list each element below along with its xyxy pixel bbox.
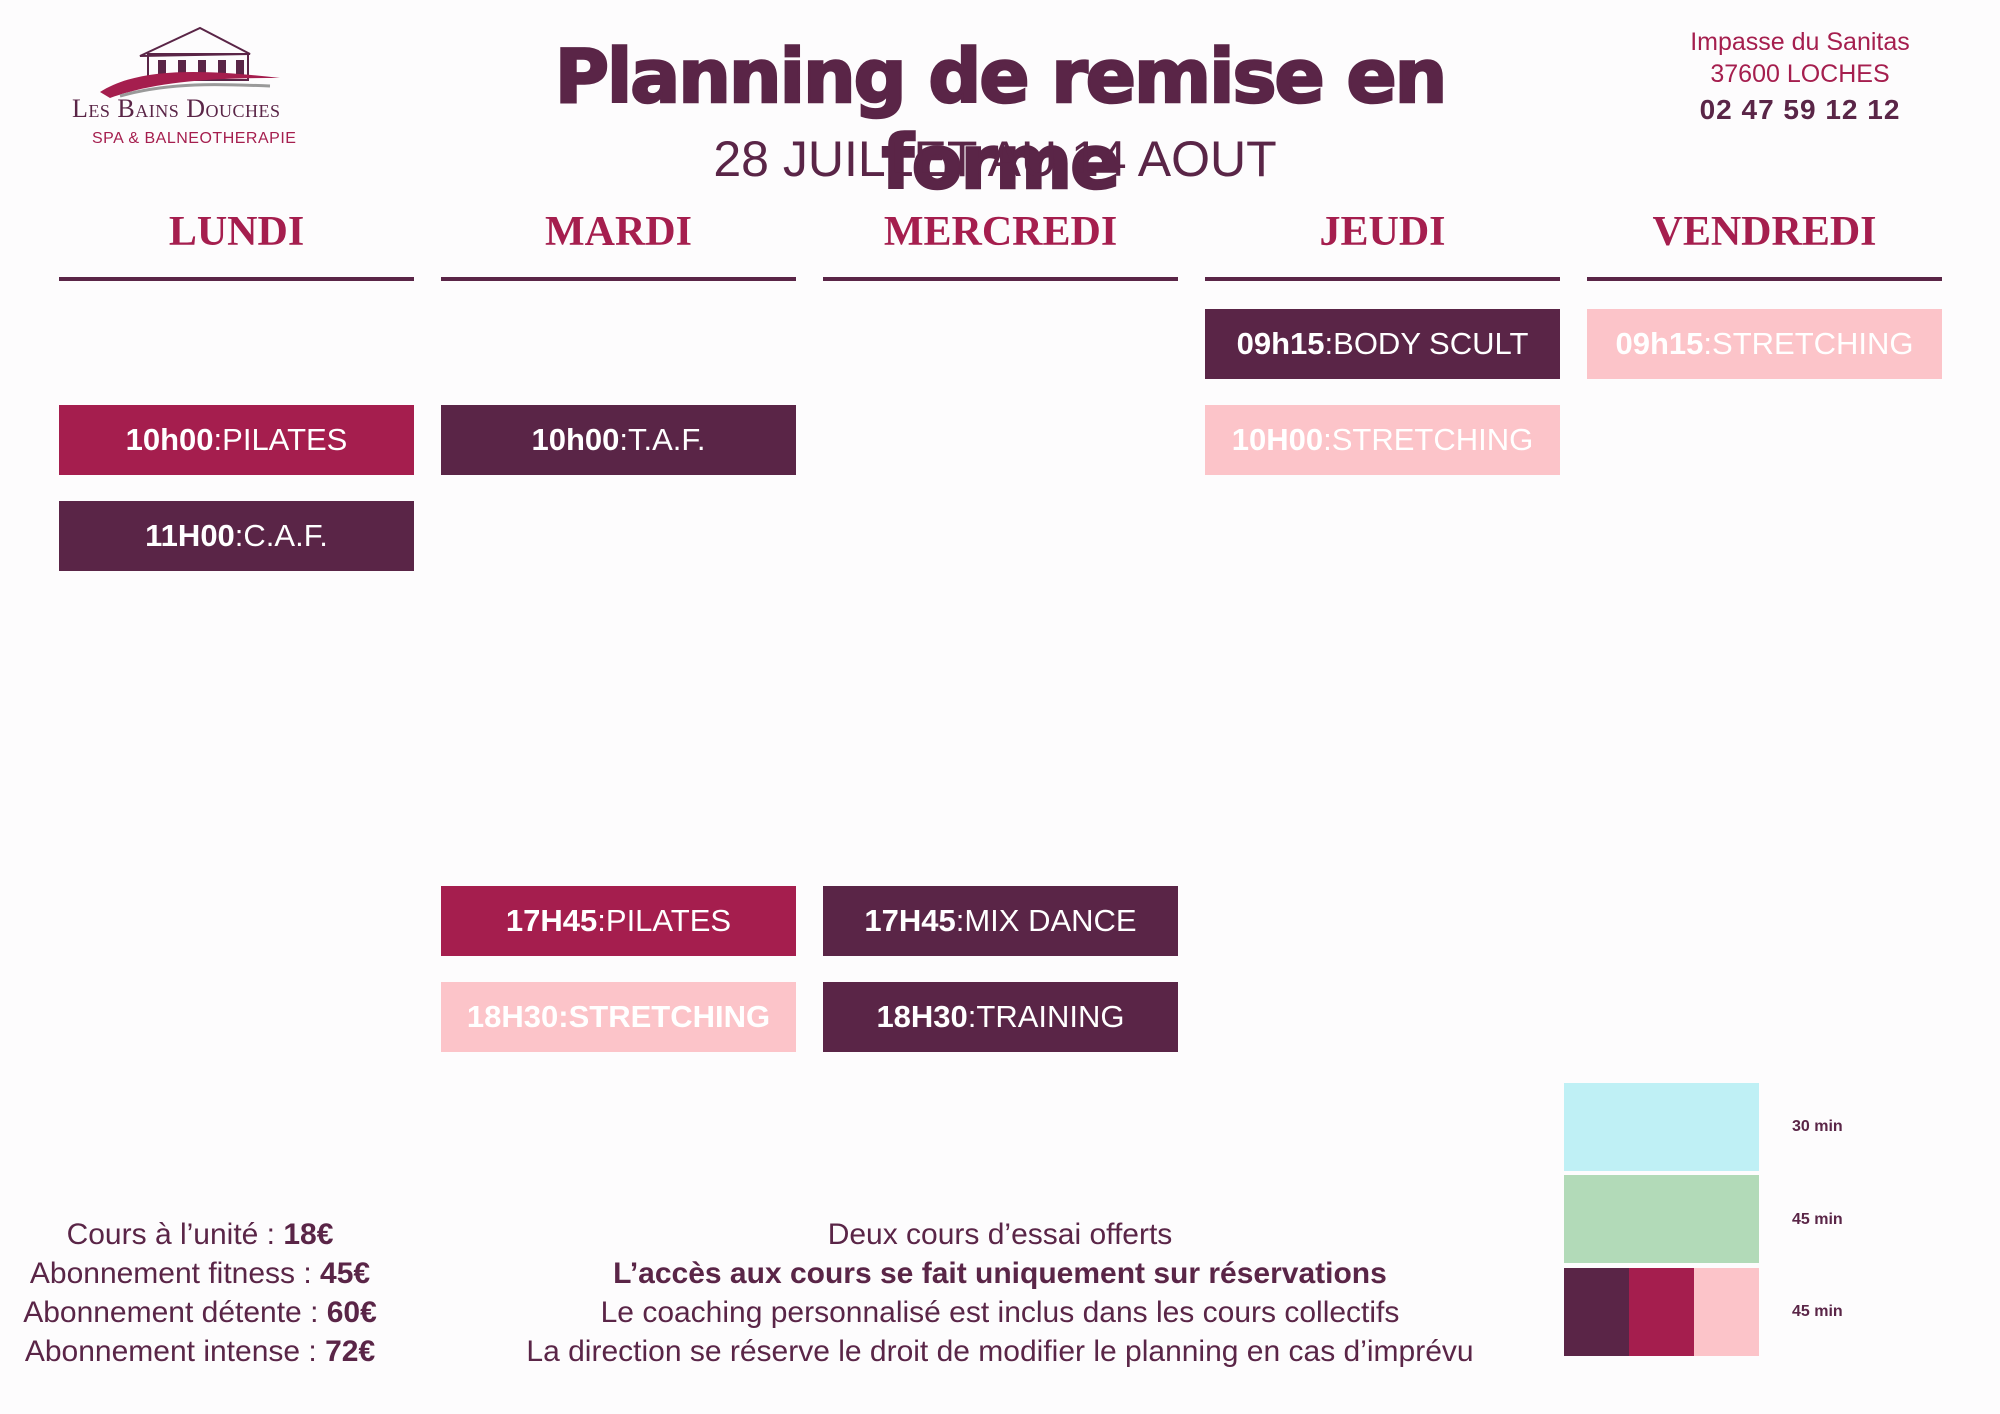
session-time: 11H00 xyxy=(145,518,235,553)
session-time: 09h15 xyxy=(1615,326,1704,361)
price-label: Cours à l’unité : xyxy=(66,1218,284,1251)
session-mercredi-mix-dance: 17H45 : MIX DANCE xyxy=(823,886,1178,956)
session-label: MIX DANCE xyxy=(964,903,1137,938)
contact-block: Impasse du Sanitas 37600 LOCHES 02 47 59… xyxy=(1620,26,1980,130)
legend-swatch-dark xyxy=(1564,1268,1629,1356)
legend-label: 30 min xyxy=(1792,1118,1843,1135)
session-separator: : xyxy=(1323,422,1332,457)
date-range: 28 JUILLET AU 14 AOUT xyxy=(713,131,1277,187)
session-label: BODY SCULT xyxy=(1333,326,1529,361)
day-heading-mardi: MARDI xyxy=(545,209,692,255)
session-label: T.A.F. xyxy=(628,422,706,457)
session-separator: : xyxy=(213,422,223,457)
price-row: Cours à l’unité : 18€ xyxy=(10,1215,390,1254)
note-coaching: Le coaching personnalisé est inclus dans… xyxy=(600,1296,1400,1329)
session-separator: : xyxy=(234,518,244,553)
note-reservation: L’accès aux cours se fait uniquement sur… xyxy=(613,1257,1387,1290)
session-separator: : xyxy=(597,903,606,938)
price-value: 60€ xyxy=(326,1296,377,1329)
session-time: 18H30 xyxy=(466,999,559,1034)
price-value: 72€ xyxy=(325,1335,376,1368)
session-label: STRETCHING xyxy=(1331,422,1534,457)
session-lundi-pilates: 10h00 : PILATES xyxy=(59,405,414,475)
session-jeudi-stretching: 10H00 : STRETCHING xyxy=(1205,405,1560,475)
price-label: Abonnement détente : xyxy=(23,1296,327,1329)
logo-name: Les Bains Douches xyxy=(72,94,281,123)
logo-subtitle: SPA & BALNEOTHERAPIE xyxy=(92,130,297,147)
legend-swatch-45min xyxy=(1564,1175,1759,1263)
page-title: Planning de remise en forme xyxy=(553,33,1448,208)
session-separator: : xyxy=(558,999,569,1034)
note-disclaimer: La direction se réserve le droit de modi… xyxy=(526,1335,1474,1368)
contact-phone: 02 47 59 12 12 xyxy=(1699,94,1901,125)
session-label: STRETCHING xyxy=(1712,326,1914,361)
session-mardi-stretching: 18H30 : STRETCHING xyxy=(441,982,796,1052)
session-time: 17H45 xyxy=(505,903,598,938)
session-label: PILATES xyxy=(605,903,732,938)
day-heading-lundi: LUNDI xyxy=(168,209,305,255)
price-value: 45€ xyxy=(320,1257,371,1290)
contact-street: Impasse du Sanitas xyxy=(1690,28,1910,56)
session-time: 17H45 xyxy=(864,903,956,938)
session-separator: : xyxy=(1324,326,1334,361)
session-mardi-pilates: 17H45 : PILATES xyxy=(441,886,796,956)
session-vendredi-stretching: 09h15 : STRETCHING xyxy=(1587,309,1942,379)
logo: Les Bains Douches SPA & BALNEOTHERAPIE xyxy=(60,14,320,154)
day-divider xyxy=(823,277,1178,281)
day-divider xyxy=(59,277,414,281)
bathhouse-logo-icon xyxy=(100,26,280,98)
info-notes: Deux cours d’essai offerts L’accès aux c… xyxy=(440,1215,1560,1371)
session-separator: : xyxy=(619,422,628,457)
price-row: Abonnement fitness : 45€ xyxy=(10,1254,390,1293)
legend-swatch-30min xyxy=(1564,1083,1759,1171)
session-separator: : xyxy=(955,903,965,938)
session-mardi-taf: 10h00 : T.A.F. xyxy=(441,405,796,475)
session-mercredi-training: 18H30 : TRAINING xyxy=(823,982,1178,1052)
session-time: 10h00 xyxy=(531,422,620,457)
note-trial: Deux cours d’essai offerts xyxy=(827,1218,1173,1251)
day-heading-mercredi: MERCREDI xyxy=(883,209,1118,255)
day-heading-jeudi: JEUDI xyxy=(1319,209,1446,255)
day-heading-vendredi: VENDREDI xyxy=(1652,209,1877,255)
legend-swatch-pink xyxy=(1694,1268,1759,1356)
session-label: C.A.F. xyxy=(243,518,328,553)
price-list: Cours à l’unité : 18€ Abonnement fitness… xyxy=(10,1215,390,1371)
session-label: PILATES xyxy=(222,422,348,457)
session-time: 10h00 xyxy=(125,422,214,457)
legend-label: 45 min xyxy=(1792,1211,1843,1228)
session-time: 18H30 xyxy=(876,999,968,1034)
price-value: 18€ xyxy=(283,1218,334,1251)
price-row: Abonnement détente : 60€ xyxy=(10,1293,390,1332)
contact-city: 37600 LOCHES xyxy=(1710,60,1890,88)
session-time: 10H00 xyxy=(1231,422,1324,457)
legend-swatch-crimson xyxy=(1629,1268,1694,1356)
legend-label: 45 min xyxy=(1792,1303,1843,1320)
session-label: TRAINING xyxy=(976,999,1125,1034)
price-label: Abonnement fitness : xyxy=(29,1257,321,1290)
session-lundi-caf: 11H00 : C.A.F. xyxy=(59,501,414,571)
price-label: Abonnement intense : xyxy=(24,1335,326,1368)
price-row: Abonnement intense : 72€ xyxy=(10,1332,390,1371)
day-divider xyxy=(441,277,796,281)
session-jeudi-body-scult: 09h15 : BODY SCULT xyxy=(1205,309,1560,379)
legend-swatch-45min-classes xyxy=(1564,1268,1759,1356)
day-divider xyxy=(1205,277,1560,281)
session-label: STRETCHING xyxy=(568,999,771,1034)
day-divider xyxy=(1587,277,1942,281)
session-separator: : xyxy=(1703,326,1713,361)
session-time: 09h15 xyxy=(1236,326,1325,361)
session-separator: : xyxy=(967,999,977,1034)
